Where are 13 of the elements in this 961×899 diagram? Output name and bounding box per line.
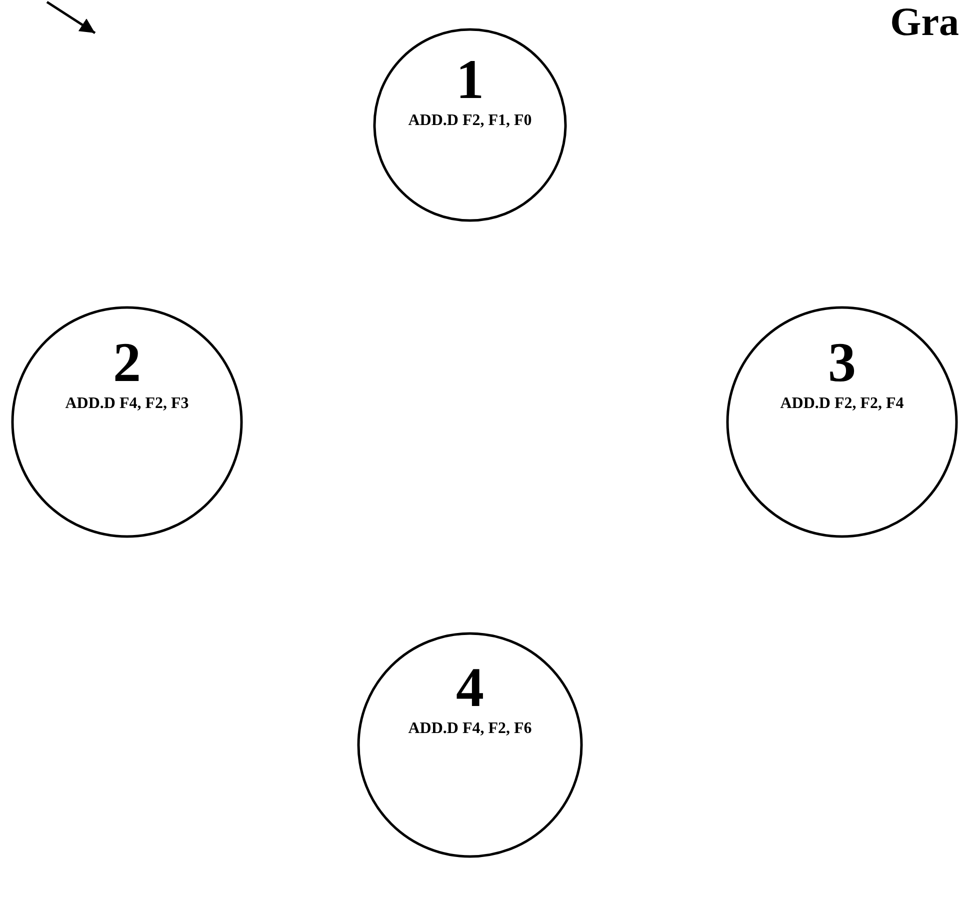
- heading-fragment: Gra: [890, 2, 959, 42]
- state-circle: [726, 306, 958, 538]
- state-number: 4: [456, 660, 484, 716]
- instruction-text: ADD.D F4, F2, F6: [408, 720, 532, 738]
- instruction-text: ADD.D F2, F2, F4: [780, 395, 904, 413]
- state-number: 3: [828, 335, 856, 391]
- state-circle: [11, 306, 243, 538]
- state-number: 2: [113, 335, 141, 391]
- instruction-text: ADD.D F2, F1, F0: [408, 112, 532, 130]
- state-number: 1: [456, 52, 484, 108]
- state-circle: [357, 632, 583, 858]
- state-circle: [373, 28, 567, 222]
- instruction-text: ADD.D F4, F2, F3: [65, 395, 189, 413]
